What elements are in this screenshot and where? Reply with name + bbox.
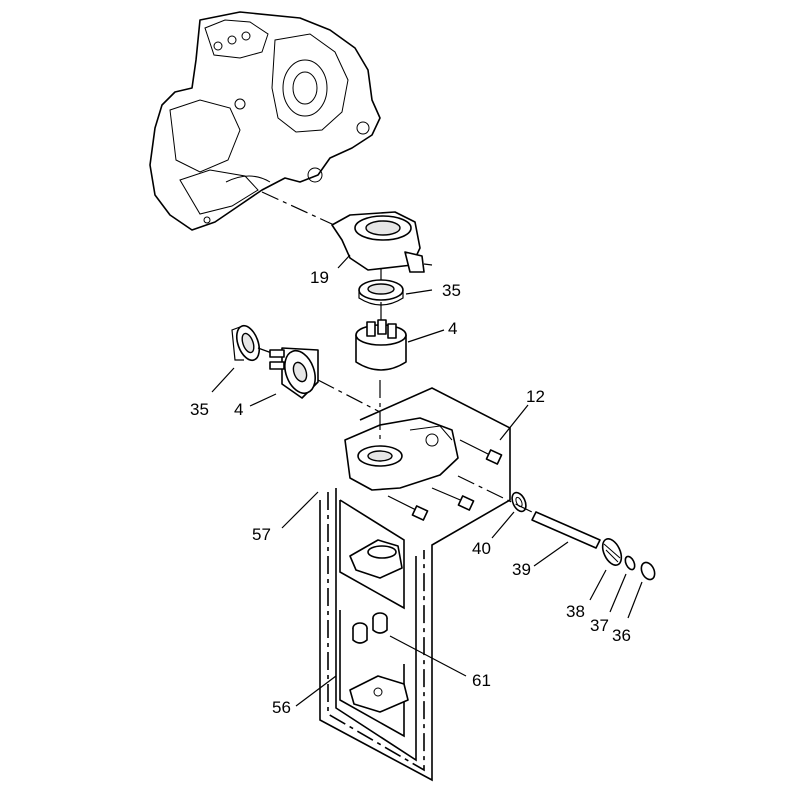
swashplate-part <box>349 539 403 579</box>
part-39-shaft <box>457 475 601 549</box>
part-36-thrust-washer <box>640 561 656 581</box>
axis-line <box>261 191 346 231</box>
callout-4-top: 4 <box>448 319 457 338</box>
axis-line <box>317 379 381 413</box>
leader-lines <box>211 254 643 707</box>
part-35-bearing-top <box>358 279 404 306</box>
callout-38: 38 <box>566 602 585 621</box>
part-35-bearing-left <box>231 324 261 362</box>
callout-57: 57 <box>252 525 271 544</box>
callout-35-top: 35 <box>442 281 461 300</box>
callout-37: 37 <box>590 616 609 635</box>
callout-39: 39 <box>512 560 531 579</box>
transmission-housing <box>149 11 381 231</box>
callout-19: 19 <box>310 268 329 287</box>
part-19-pump-housing <box>331 211 433 273</box>
part-12-bolts <box>387 439 503 521</box>
callout-40: 40 <box>472 539 491 558</box>
callout-61: 61 <box>472 671 491 690</box>
part-4-cylinder-block-top <box>355 319 407 371</box>
part-37-retaining-ring <box>624 555 636 571</box>
part-56-cover-plate <box>349 675 409 713</box>
callout-35-left: 35 <box>190 400 209 419</box>
part-61-valves <box>352 612 388 644</box>
part-40-washer <box>511 491 527 513</box>
part-4-cylinder-block-left <box>269 347 319 399</box>
callout-56: 56 <box>272 698 291 717</box>
callout-12: 12 <box>526 387 545 406</box>
callout-36: 36 <box>612 626 631 645</box>
part-38-gear <box>601 538 623 566</box>
callout-4-left: 4 <box>234 400 243 419</box>
part-57-center-section <box>344 380 459 491</box>
